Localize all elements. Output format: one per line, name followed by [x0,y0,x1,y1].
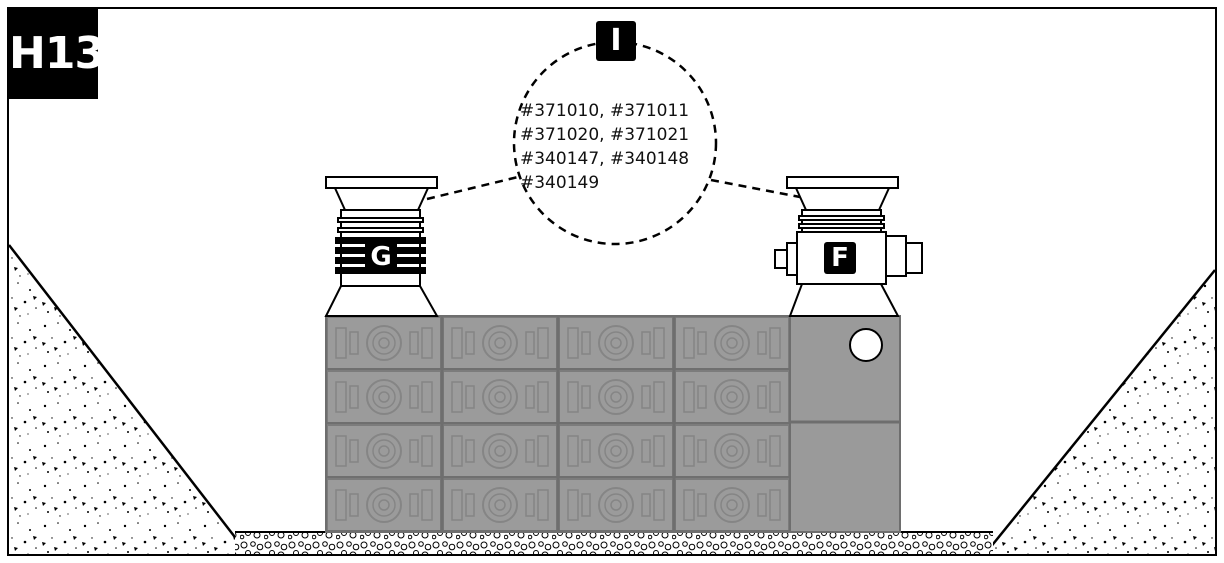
slope-line-right [984,269,1216,555]
riser-left [324,176,439,317]
step-label-badge: H13 [9,9,105,99]
part-number-line: #340147, #340148 [520,149,690,169]
part-number-line: #371020, #371021 [520,125,690,145]
part-number-list: #371010, #371011 #371020, #371021 #34014… [520,99,720,195]
leader-line-right [710,178,801,199]
inspection-chamber [789,315,901,533]
slope-line-left [8,244,249,555]
part-number-line: #371010, #371011 [520,101,690,121]
part-number-line: #340149 [520,173,600,193]
gravel-bed [235,532,993,554]
callout-tag-i: I [596,21,636,61]
chamber-port [849,328,883,362]
callout-circle [512,40,718,246]
riser-tag-f: F [824,242,856,274]
leader-line-left [426,175,519,201]
riser-tag-g: G [365,241,397,273]
riser-right [774,176,923,317]
